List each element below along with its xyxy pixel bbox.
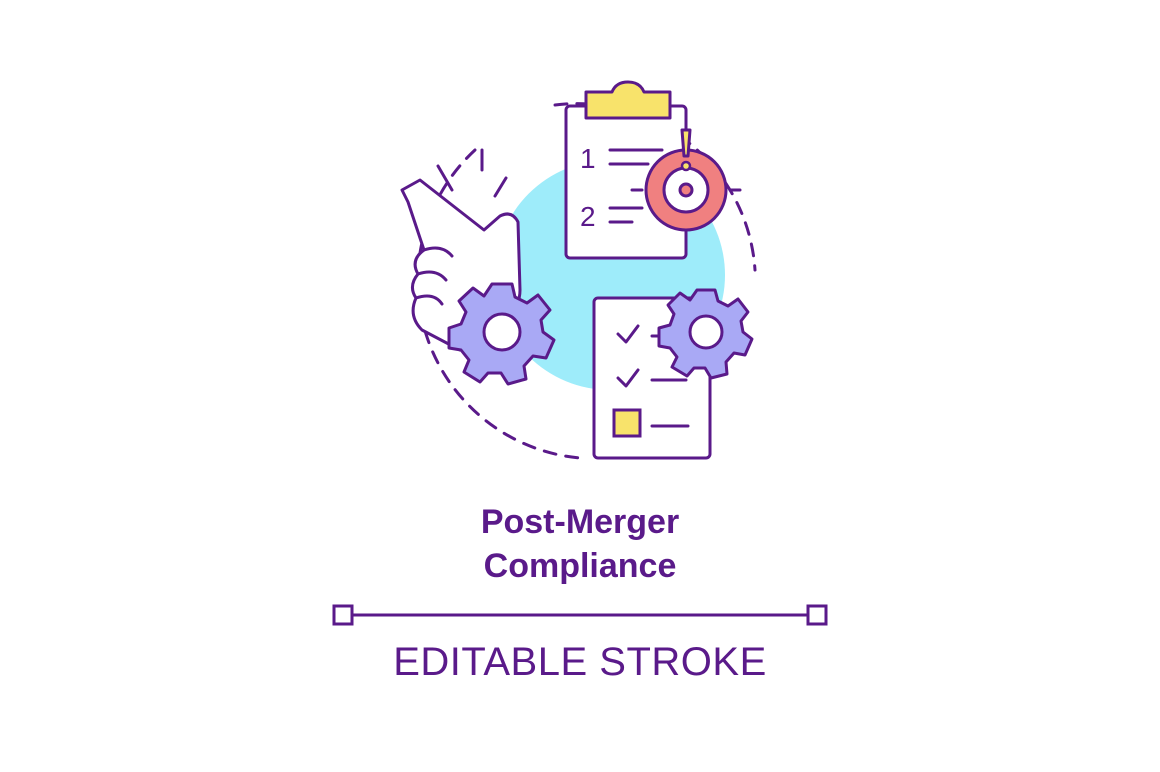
list-number-2: 2 bbox=[580, 201, 596, 232]
editable-stroke-divider bbox=[330, 604, 830, 626]
list-number-1: 1 bbox=[580, 143, 596, 174]
checkbox-icon bbox=[612, 408, 642, 438]
target-icon bbox=[630, 128, 742, 246]
concept-title: Post-Merger Compliance bbox=[0, 500, 1160, 588]
anchor-point-right-icon bbox=[806, 604, 828, 626]
title-line-2: Compliance bbox=[483, 547, 677, 585]
divider-line-icon bbox=[332, 604, 828, 626]
dashed-arc-icon bbox=[553, 102, 757, 272]
anchor-point-left-icon bbox=[332, 604, 354, 626]
exclamation-icon bbox=[680, 128, 692, 158]
gear-icon-right bbox=[657, 288, 754, 380]
gear-icon-left bbox=[447, 282, 556, 386]
editable-stroke-caption: EDITABLE STROKE bbox=[393, 640, 767, 684]
post-merger-compliance-icon: 1 2 bbox=[380, 80, 780, 480]
concept-illustration: 1 2 bbox=[400, 80, 757, 460]
dashed-arc-icon-left bbox=[416, 148, 582, 460]
title-line-1: Post-Merger bbox=[480, 503, 680, 541]
motion-lines-icon bbox=[436, 148, 508, 198]
clipboard-icon: 1 2 bbox=[564, 80, 688, 260]
